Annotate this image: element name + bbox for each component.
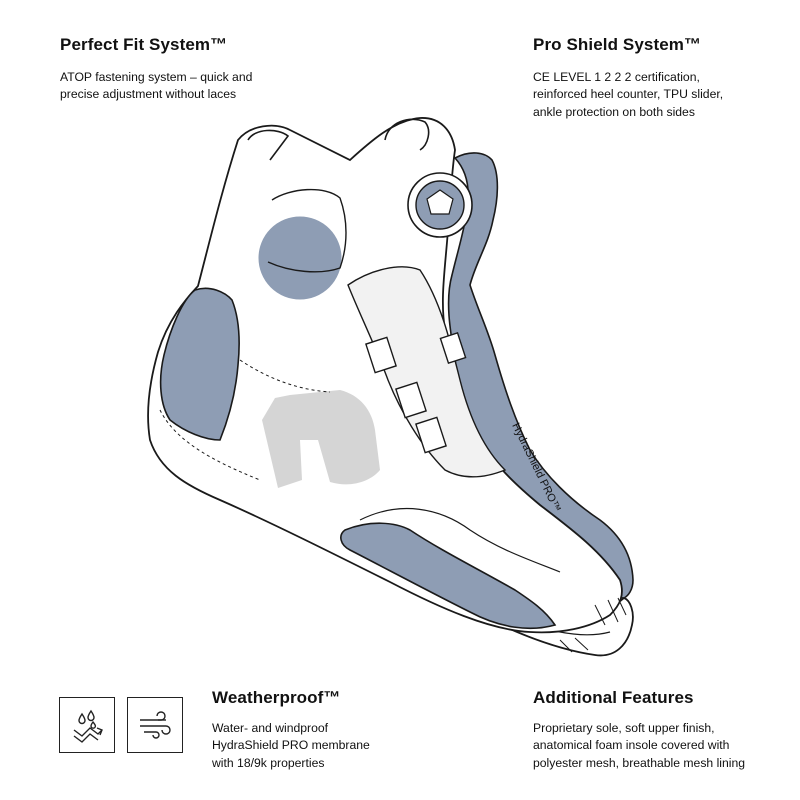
feature-description: ATOP fastening system – quick and precis… — [60, 69, 253, 102]
feature-title: Additional Features — [533, 688, 694, 707]
closure-straps — [365, 331, 467, 454]
feature-additional: Additional Features Proprietary sole, so… — [533, 688, 783, 772]
water-drops-icon — [59, 697, 115, 753]
feature-description: Water- and windproof HydraShield PRO mem… — [212, 720, 370, 770]
feature-title: Perfect Fit System™ — [60, 35, 228, 54]
feature-pro-shield: Pro Shield System™ CE LEVEL 1 2 2 2 cert… — [533, 35, 783, 121]
feature-perfect-fit: Perfect Fit System™ ATOP fastening syste… — [60, 35, 340, 104]
ankle-protector-disc — [257, 215, 343, 301]
toe-tread — [559, 597, 627, 653]
feature-description: Proprietary sole, soft upper finish, ana… — [533, 720, 746, 770]
wind-icon — [127, 697, 183, 753]
feature-weatherproof: Weatherproof™ Water- and windproof Hydra… — [212, 688, 442, 772]
brand-logo-mark — [262, 390, 380, 488]
feature-description: CE LEVEL 1 2 2 2 certification, reinforc… — [533, 69, 724, 119]
tongue — [347, 266, 507, 478]
feature-title: Weatherproof™ — [212, 688, 341, 707]
feature-title: Pro Shield System™ — [533, 35, 702, 54]
toe-slider — [340, 522, 557, 630]
heel-protector — [159, 287, 240, 441]
atop-dial — [407, 172, 473, 238]
